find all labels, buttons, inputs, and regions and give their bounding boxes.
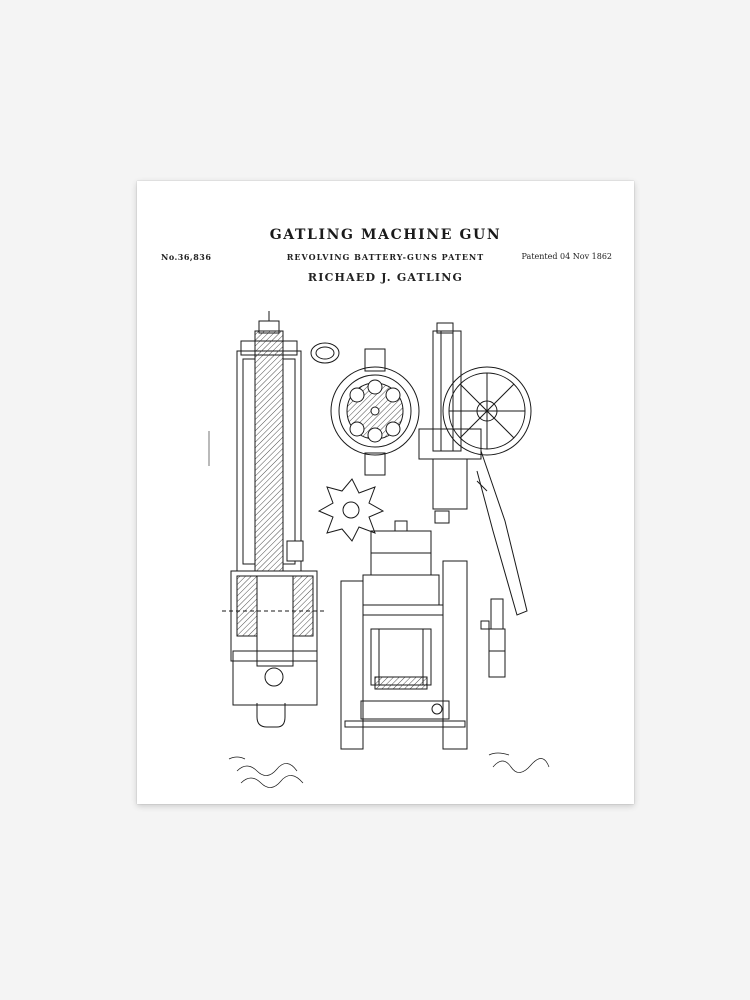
patent-number: No.36,836	[161, 252, 212, 262]
inventor-name: RICHAED J. GATLING	[307, 271, 464, 284]
star-wheel-figure	[317, 478, 385, 542]
metal-print: GATLING MACHINE GUN No.36,836 REVOLVING …	[137, 181, 634, 804]
side-view-figure	[418, 322, 532, 616]
patent-drawing	[208, 311, 550, 788]
patent-date: Patented 04 Nov 1862	[521, 252, 612, 261]
poster-title: GATLING MACHINE GUN	[269, 227, 502, 243]
poster-subtitle: REVOLVING BATTERY-GUNS PATENT	[286, 252, 485, 262]
barrel-section-figure	[208, 311, 327, 728]
witness-signatures	[228, 756, 304, 788]
ring-figure	[310, 342, 340, 364]
inventor-signature	[488, 752, 550, 773]
cartridge-figure	[480, 598, 506, 678]
frame-front-figure	[340, 520, 468, 750]
cylinder-section-figure	[330, 348, 420, 476]
